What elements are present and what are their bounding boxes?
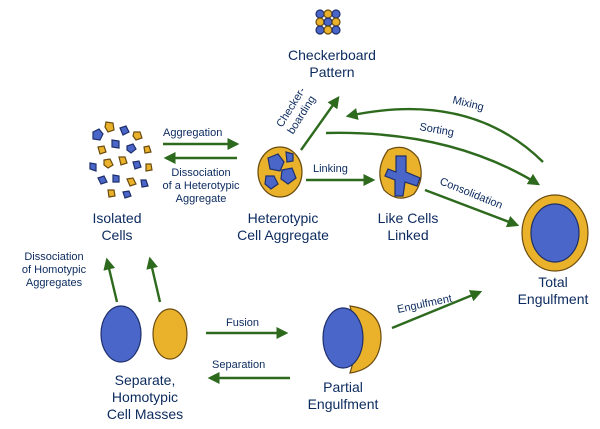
separation-label: Separation [212,359,265,371]
dissociation-homotypic-arrow-left [103,257,119,303]
engulfment-label: Engulfment [396,293,453,316]
total-label-1: Total [538,274,568,290]
isolated-cells-icon [89,121,153,199]
dissociation-homotypic-label-3: Aggregates [26,277,83,289]
partial-engulfment-icon [322,305,382,374]
sorting-arrow [325,131,541,186]
partial-label-1: Partial [323,379,363,395]
heterotypic-label-1: Heterotypic [248,210,319,226]
checkerboarding-label: Checker- boarding [274,85,318,136]
dissociation-homotypic-arrow-right [146,256,162,303]
total-engulfment-icon [521,194,589,272]
dissociation-heterotypic-label-1: Dissociation [171,167,230,179]
checkerboard-label-2: Pattern [309,64,354,80]
mixing-label: Mixing [451,94,485,113]
dissociation-homotypic-label-1: Dissociation [24,251,83,263]
checkerboard-label-1: Checkerboard [288,47,376,63]
engulfment-arrow [391,290,483,330]
partial-label-2: Engulfment [308,396,379,412]
dissociation-homotypic-label-2: of Homotypic [22,264,87,276]
separate-cell-masses-icon [100,305,188,363]
like-cells-linked-icon [379,146,422,199]
checkerboard-cluster-icon [315,9,341,35]
total-label-2: Engulfment [518,291,589,307]
like-cells-label-2: Linked [387,227,428,243]
like-cells-label-1: Like Cells [378,210,439,226]
fusion-label: Fusion [226,317,259,329]
dissociation-heterotypic-label-3: Aggregate [176,193,227,205]
isolated-label-1: Isolated [92,210,141,226]
consolidation-arrow [424,188,520,228]
mixing-arrow [345,107,544,163]
heterotypic-aggregate-icon [257,146,303,198]
checkerboarding-arrow [300,96,340,151]
linking-label: Linking [313,163,348,175]
separate-label-3: Cell Masses [107,406,183,422]
aggregation-label: Aggregation [163,127,222,139]
separate-label-2: Homotypic [112,389,178,405]
sorting-label: Sorting [418,121,454,139]
heterotypic-label-2: Cell Aggregate [237,227,329,243]
separate-label-1: Separate, [115,372,176,388]
isolated-label-2: Cells [101,227,132,243]
dissociation-heterotypic-label-2: of a Heterotypic [162,180,240,192]
